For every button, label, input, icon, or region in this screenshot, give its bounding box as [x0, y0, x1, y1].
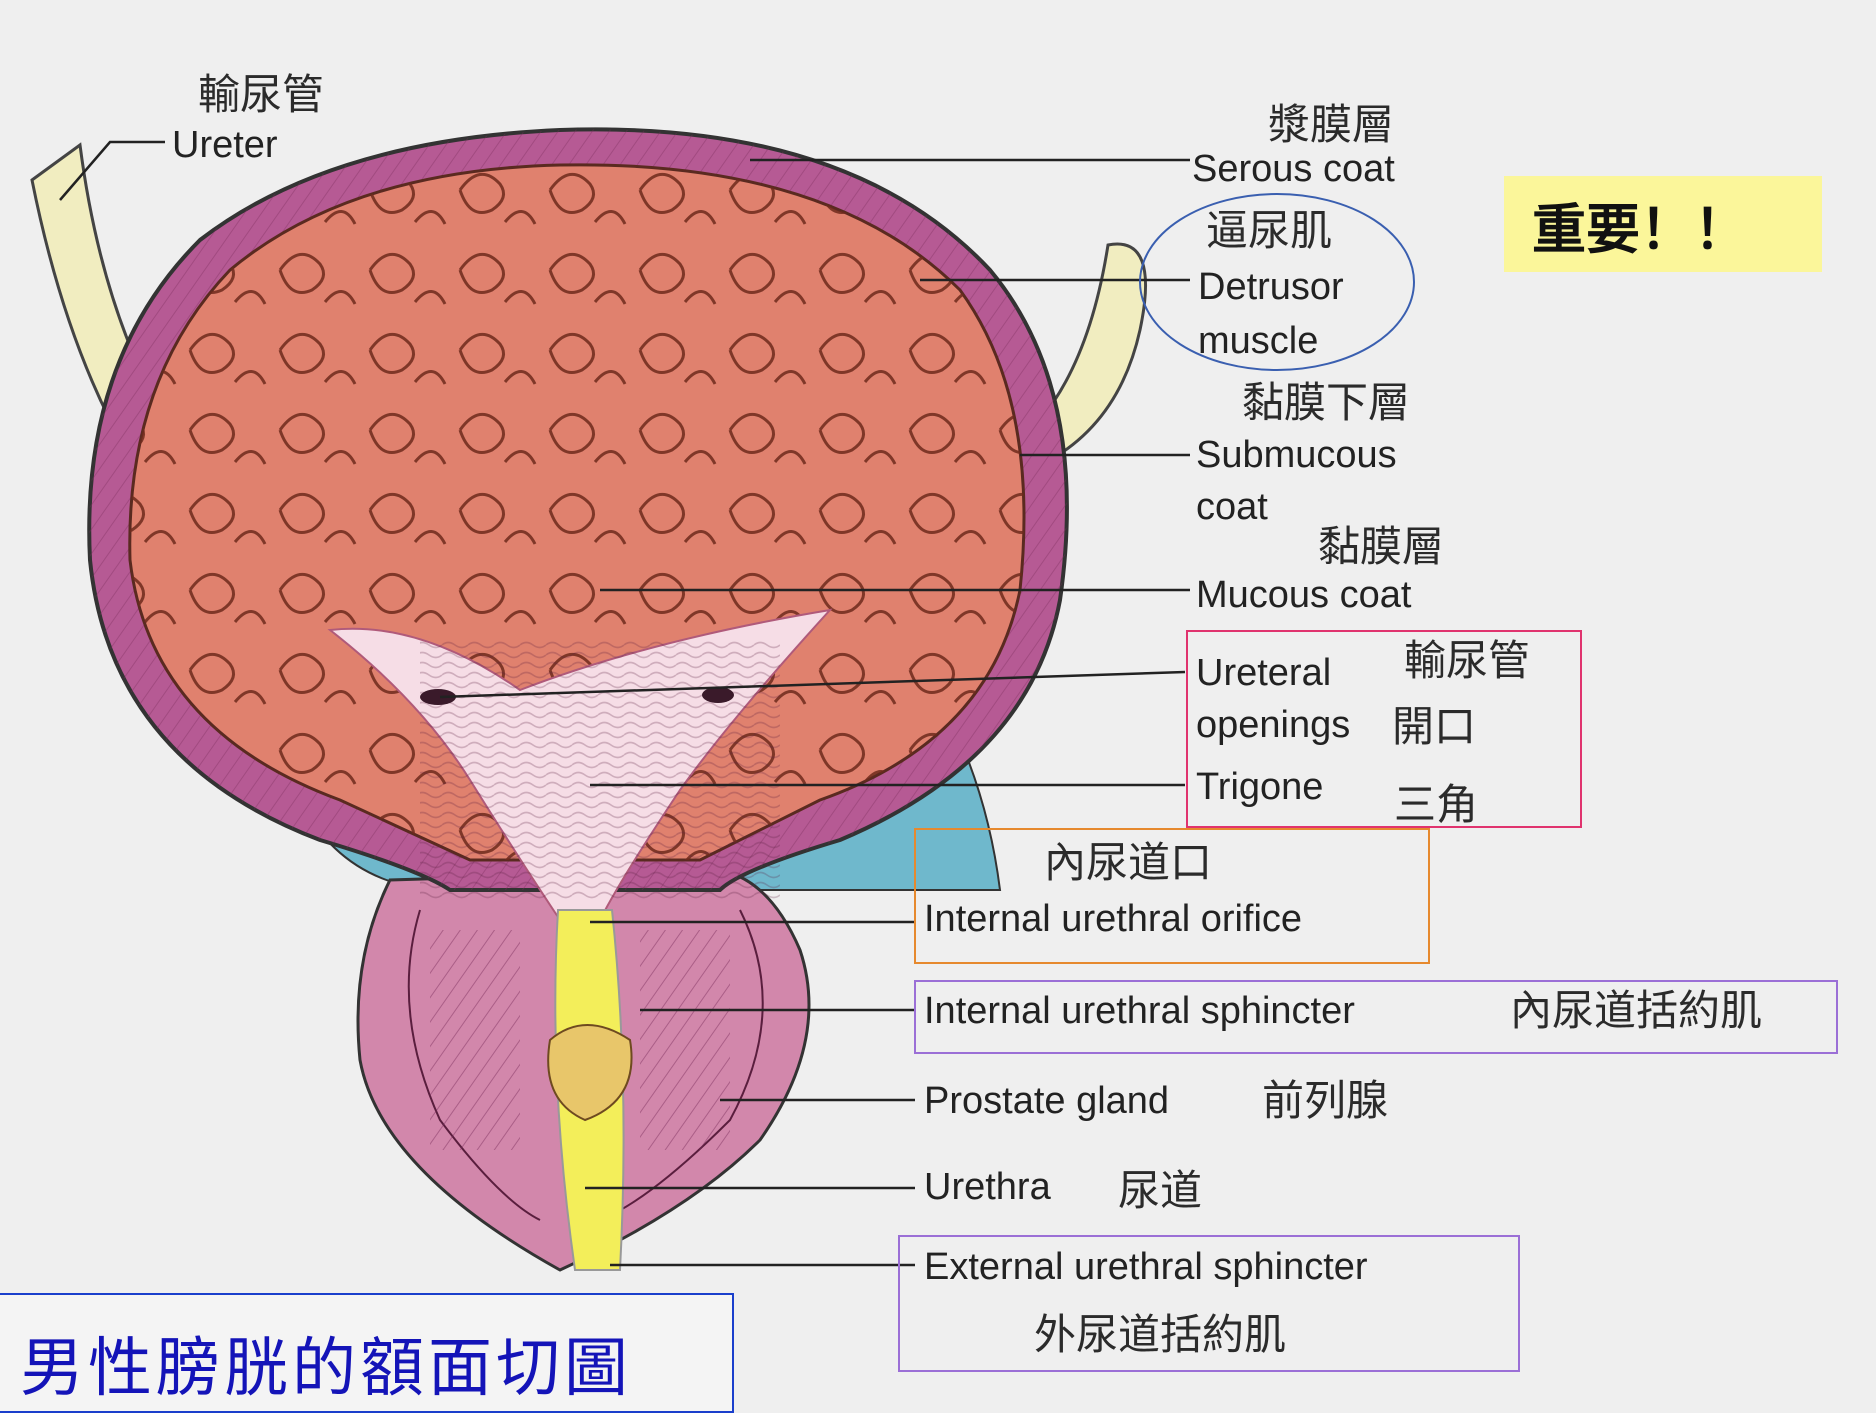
trigone-label-zh: 三角 [1394, 784, 1478, 826]
int-sphincter-label-en: Internal urethral sphincter [924, 992, 1355, 1030]
prostate-label-zh: 前列腺 [1262, 1080, 1388, 1122]
ext-sphincter-label-zh: 外尿道括約肌 [1034, 1314, 1286, 1356]
detrusor-label-zh: 逼尿肌 [1206, 210, 1332, 252]
prostate-label-en: Prostate gland [924, 1082, 1169, 1120]
int-sphincter-label-zh: 內尿道括約肌 [1510, 990, 1762, 1032]
title-box: 男性膀胱的額面切圖 [0, 1293, 734, 1413]
submucous-label-en-1: Submucous [1196, 436, 1397, 474]
important-badge: 重要！！ [1504, 176, 1822, 272]
ureteral-label-zh-1: 輸尿管 [1404, 640, 1530, 682]
mucous-label-en: Mucous coat [1196, 576, 1411, 614]
urethra-label-en: Urethra [924, 1168, 1051, 1206]
trigone-label-en: Trigone [1196, 768, 1323, 806]
submucous-label-en-2: coat [1196, 488, 1268, 526]
ureteral-label-zh-2: 開口 [1392, 706, 1476, 748]
diagram-title: 男性膀胱的額面切圖 [20, 1317, 632, 1409]
mucous-label-zh: 黏膜層 [1318, 526, 1444, 568]
ureter-label-zh: 輸尿管 [198, 74, 324, 116]
int-orifice-label-en: Internal urethral orifice [924, 900, 1302, 938]
ext-sphincter-label-en: External urethral sphincter [924, 1248, 1368, 1286]
submucous-label-zh: 黏膜下層 [1242, 382, 1410, 424]
serous-label-en: Serous coat [1192, 150, 1395, 188]
serous-label-zh: 漿膜層 [1268, 104, 1394, 146]
int-orifice-label-zh: 內尿道口 [1044, 842, 1212, 884]
ureteral-label-en-2: openings [1196, 706, 1350, 744]
ureteral-label-en-1: Ureteral [1196, 654, 1331, 692]
detrusor-label-en-1: Detrusor [1198, 268, 1344, 306]
detrusor-label-en-2: muscle [1198, 322, 1318, 360]
ureter-label-en: Ureter [172, 126, 278, 164]
urethra-label-zh: 尿道 [1118, 1170, 1202, 1212]
right-ureteral-opening [702, 687, 734, 703]
